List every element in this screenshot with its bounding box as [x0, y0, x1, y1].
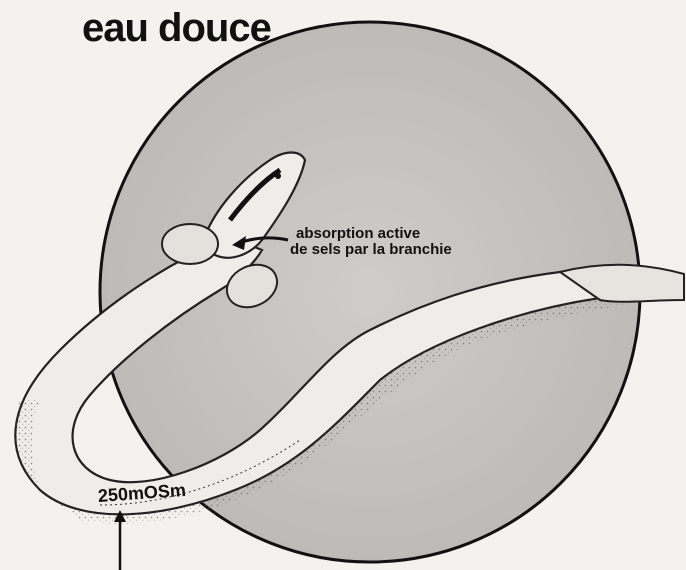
gill-annotation-line2: de sels par la branchie	[290, 242, 452, 258]
diagram-title: eau douce	[82, 6, 271, 51]
osmolarity-arrow	[114, 510, 126, 570]
gill-annotation: absorption active de sels par la branchi…	[290, 226, 452, 258]
gill-annotation-line1: absorption active	[290, 226, 452, 242]
gill-fin-upper	[162, 224, 218, 264]
